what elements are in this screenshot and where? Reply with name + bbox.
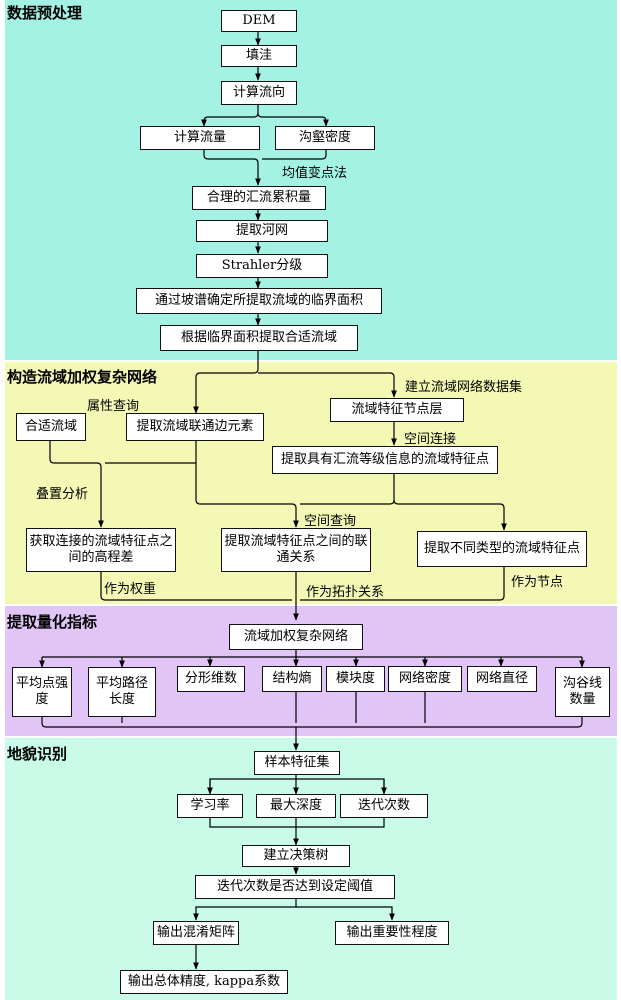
label-overlay: 叠置分析 [36, 487, 89, 502]
node-fill: 填洼 [221, 45, 297, 67]
label-as-topology: 作为拓扑关系 [306, 585, 385, 600]
node-dem: DEM [221, 10, 297, 32]
index-average-strength: 平均点强度 [12, 667, 72, 717]
node-gully-density: 沟壑密度 [275, 126, 375, 150]
recognition-title: 地貌识别 [7, 745, 68, 763]
line-index-bottom-bus [41, 716, 583, 728]
node-strahler: Strahler分级 [196, 254, 328, 278]
node-suitable-basin: 根据临界面积提取合适流域 [160, 325, 358, 351]
arrow-basin-elevdiff [49, 440, 104, 528]
index-entropy: 结构熵 [262, 666, 322, 692]
line-threshold-split [193, 897, 297, 921]
index-average-path: 平均路径长度 [88, 667, 156, 717]
node-confusion-matrix: 输出混淆矩阵 [153, 921, 239, 945]
node-build-tree: 建立决策树 [242, 845, 350, 867]
node-flow-direction: 计算流向 [221, 81, 297, 105]
indices-title: 提取量化指标 [7, 613, 98, 631]
node-reasonable-accumulation: 合理的汇流累积量 [192, 186, 326, 210]
param-learning-rate: 学习率 [177, 794, 243, 818]
label-attribute-query: 属性查询 [87, 399, 140, 414]
node-suitable-basin-source: 合适流域 [16, 413, 86, 441]
line-edges-split [195, 440, 299, 528]
node-weighted-network: 流域加权复杂网络 [229, 624, 363, 650]
label-mean-change: 均值变点法 [282, 166, 348, 181]
line-sample-bus [209, 774, 385, 789]
index-valley-count: 沟谷线数量 [555, 667, 610, 717]
index-fractal: 分形维数 [177, 666, 245, 692]
label-as-node: 作为节点 [511, 575, 564, 590]
arrow-suitable-layer [258, 372, 397, 398]
recognition-panel [5, 738, 617, 1000]
node-elevation-difference: 获取连接的流域特征点之间的高程差 [26, 528, 176, 572]
arrow-flowdir-split [201, 104, 259, 127]
label-build-dataset: 建立流域网络数据集 [405, 380, 523, 395]
network-title: 构造流域加权复杂网络 [7, 368, 158, 386]
param-max-depth: 最大深度 [256, 794, 336, 818]
preprocess-title: 数据预处理 [7, 4, 83, 22]
line-types-down [300, 567, 505, 601]
arrow-suitable-edges [193, 351, 259, 414]
node-accuracy-kappa: 输出总体精度, kappa系数 [120, 970, 288, 994]
label-as-weight: 作为权重 [104, 582, 157, 597]
node-edge-elements: 提取流域联通边元素 [126, 413, 264, 441]
node-threshold-check: 迭代次数是否达到设定阈值 [195, 875, 395, 899]
line-gully-merge [262, 150, 327, 160]
node-critical-area: 通过坡谱确定所提取流域的临界面积 [136, 288, 382, 314]
node-connectivity: 提取流域特征点之间的联通关系 [221, 528, 371, 572]
index-modularity: 模块度 [326, 666, 385, 692]
node-importance: 输出重要性程度 [335, 921, 449, 945]
param-iterations: 迭代次数 [340, 794, 428, 818]
label-spatial-query: 空间查询 [304, 514, 357, 529]
line-confluence-conn [300, 499, 395, 505]
node-flow-accumulation: 计算流量 [140, 126, 260, 150]
node-feature-layer: 流域特征节点层 [330, 398, 464, 422]
arrow-flowdir-gully [257, 112, 329, 127]
arrow-confluence-types [393, 474, 507, 531]
index-network-density: 网络密度 [388, 666, 462, 692]
node-confluence-points: 提取具有汇流等级信息的流域特征点 [272, 446, 498, 474]
line-elev-down [100, 572, 292, 601]
node-sample-set: 样本特征集 [254, 751, 340, 775]
arrow-merge-acc [203, 150, 261, 186]
index-network-diameter: 网络直径 [467, 666, 537, 692]
node-feature-types: 提取不同类型的流域特征点 [417, 531, 587, 567]
label-spatial-connect: 空间连接 [404, 432, 457, 447]
node-extract-river: 提取河网 [196, 220, 328, 242]
